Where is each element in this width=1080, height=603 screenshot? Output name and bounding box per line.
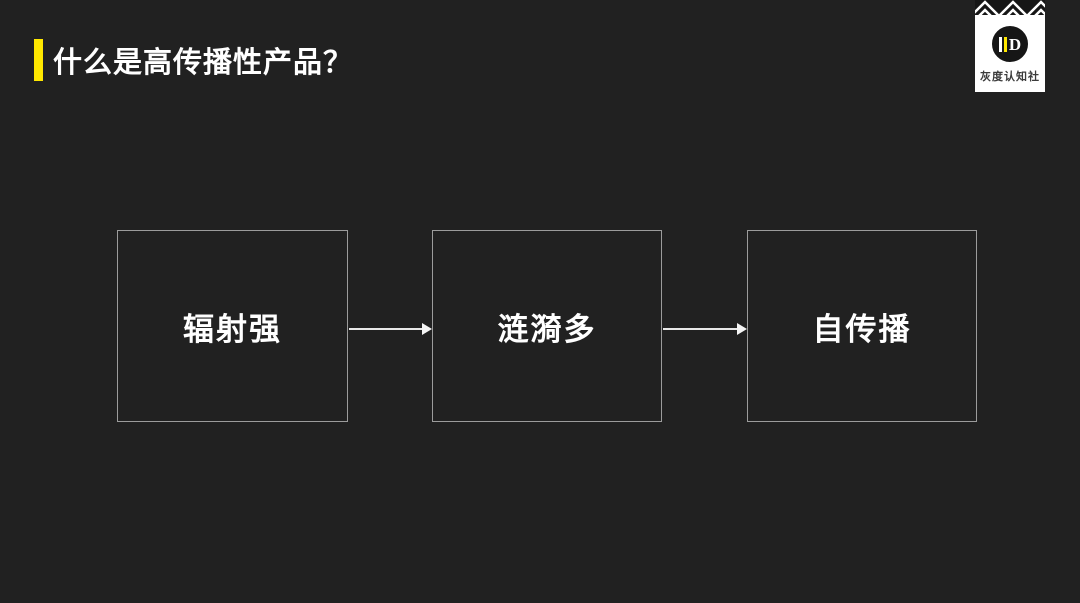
hd-monogram-icon: D <box>992 26 1028 62</box>
monogram-bar-accent <box>1003 36 1007 52</box>
flow-arrow-right-icon <box>349 322 432 336</box>
flow-node-radiation: 辐射强 <box>117 230 348 422</box>
flow-node-ripple: 涟漪多 <box>432 230 662 422</box>
brand-logo: D 灰度认知社 <box>975 0 1045 92</box>
arrow-head <box>422 323 432 335</box>
slide-header: 什么是高传播性产品？ <box>34 38 353 82</box>
arrow-line <box>663 328 738 330</box>
brand-name: 灰度认知社 <box>980 71 1040 83</box>
page-title: 什么是高传播性产品？ <box>53 47 354 79</box>
hd-monogram-letters: D <box>998 34 1022 54</box>
flow-node-selfspread: 自传播 <box>747 230 977 422</box>
zigzag-pattern-icon <box>975 0 1045 15</box>
flow-arrow-right-icon <box>663 322 747 336</box>
arrow-head <box>737 323 747 335</box>
flow-node-label: 自传播 <box>812 311 912 347</box>
flow-node-label: 涟漪多 <box>497 311 597 347</box>
flow-node-label: 辐射强 <box>183 311 282 347</box>
accent-bar <box>34 39 43 81</box>
monogram-letter-d: D <box>1008 34 1022 54</box>
arrow-line <box>349 328 423 330</box>
monogram-bar <box>998 36 1002 52</box>
